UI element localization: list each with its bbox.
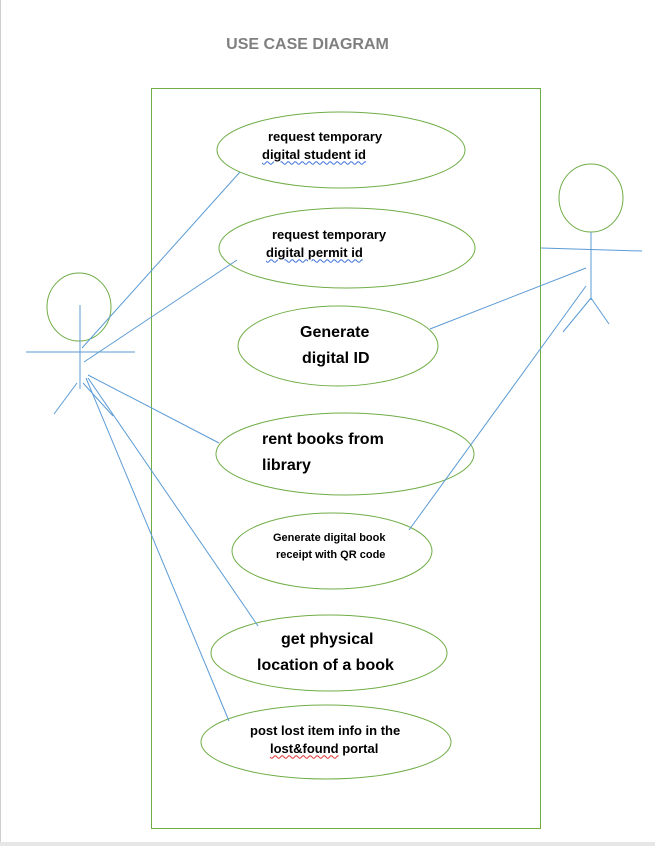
use-case-ellipse-3	[237, 305, 439, 387]
use-case-4-label: rent books from library	[262, 431, 384, 474]
page-left-border	[0, 0, 1, 846]
association-right-uc3	[429, 267, 587, 330]
page-bottom-border	[0, 842, 655, 846]
system-boundary	[151, 88, 541, 829]
use-case-1-label: request temporary digital student id	[262, 129, 383, 162]
use-case-ellipse-4	[215, 412, 475, 496]
use-case-ellipse-6	[210, 614, 448, 692]
use-case-7-label: post lost item info in the lost&found po…	[250, 723, 401, 756]
association-right-uc5	[408, 285, 587, 531]
diagram-title: USE CASE DIAGRAM	[226, 36, 389, 53]
use-case-ellipse-2	[218, 207, 476, 289]
use-case-3-label: Generate digital ID	[300, 324, 370, 367]
left-actor-associations	[81, 171, 259, 722]
association-left-uc7	[85, 377, 230, 722]
association-left-uc4	[87, 374, 220, 444]
association-left-uc6	[87, 377, 259, 627]
association-left-uc1	[81, 171, 241, 349]
actor-left	[26, 272, 135, 417]
actor-right	[540, 163, 643, 333]
use-case-2-label: request temporary digital permit id	[266, 227, 387, 260]
use-case-ellipse-5	[231, 512, 433, 590]
association-left-uc2	[83, 259, 238, 363]
use-case-5-label: Generate digital book receipt with QR co…	[273, 532, 386, 561]
right-actor-associations	[408, 267, 587, 531]
use-case-6-label: get physical location of a book	[257, 631, 394, 674]
use-case-ellipse-7	[200, 704, 452, 780]
use-case-ellipse-1	[216, 111, 466, 189]
